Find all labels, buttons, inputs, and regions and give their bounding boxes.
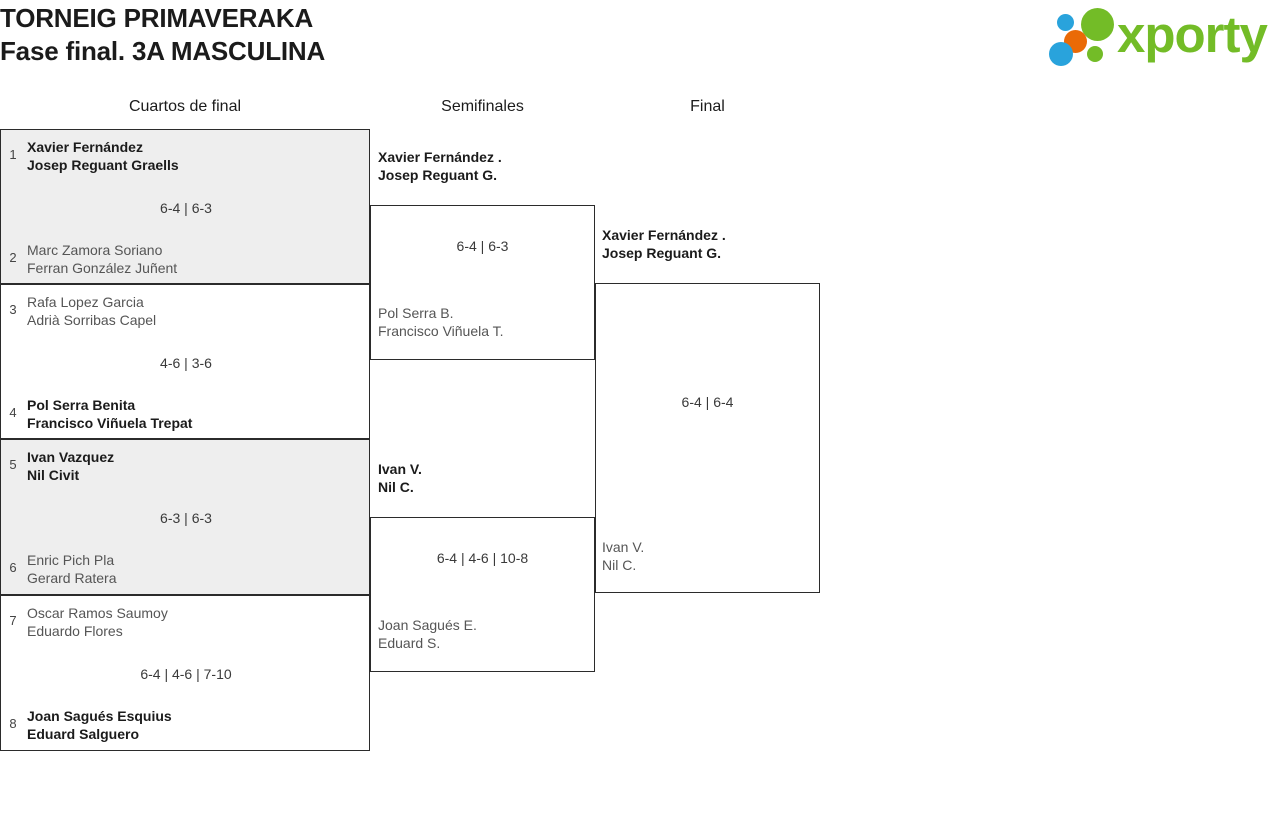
player-name-1: Joan Sagués E. bbox=[378, 617, 477, 633]
logo-dot-blue-small-icon bbox=[1057, 14, 1074, 31]
logo-dots-icon bbox=[1049, 6, 1123, 66]
seed-number: 7 bbox=[9, 613, 17, 628]
player-name-1: Xavier Fernández . bbox=[378, 149, 502, 165]
seed-number: 1 bbox=[9, 147, 17, 162]
player-name-2: Josep Reguant G. bbox=[378, 167, 498, 183]
player-name-1: Pol Serra Benita bbox=[27, 397, 136, 413]
seed-number: 3 bbox=[9, 302, 17, 317]
tournament-name: TORNEIG PRIMAVERAKA bbox=[0, 3, 314, 33]
player-name-2: Nil C. bbox=[602, 557, 637, 573]
team-top[interactable]: Oscar Ramos Saumoy Eduardo Flores bbox=[27, 604, 168, 640]
page-title: TORNEIG PRIMAVERAKA Fase final. 3A MASCU… bbox=[0, 2, 325, 68]
semifinal-2-team-bottom[interactable]: Joan Sagués E. Eduard S. bbox=[378, 616, 477, 652]
logo-wordmark: xporty bbox=[1117, 6, 1268, 63]
semifinal-1-team-bottom[interactable]: Pol Serra B. Francisco Viñuela T. bbox=[378, 304, 504, 340]
player-name-2: Josep Reguant G. bbox=[602, 245, 722, 261]
player-name-1: Ivan V. bbox=[378, 461, 422, 477]
semifinal-2-score: 6-4 | 4-6 | 10-8 bbox=[436, 550, 529, 566]
team-top[interactable]: Rafa Lopez Garcia Adrià Sorribas Capel bbox=[27, 293, 156, 329]
team-bottom[interactable]: Marc Zamora Soriano Ferran González Juñe… bbox=[27, 241, 177, 277]
semifinal-1-score: 6-4 | 6-3 bbox=[456, 238, 509, 254]
team-top[interactable]: Ivan Vazquez Nil Civit bbox=[27, 448, 114, 484]
round-header-final: Final bbox=[690, 98, 725, 115]
team-bottom[interactable]: Pol Serra Benita Francisco Viñuela Trepa… bbox=[27, 396, 192, 432]
match-quarterfinal-1[interactable]: 1 Xavier Fernández Josep Reguant Graells… bbox=[0, 129, 370, 284]
xporty-logo[interactable]: xporty bbox=[1049, 6, 1275, 66]
match-semifinal-1[interactable] bbox=[370, 205, 595, 360]
player-name-1: Pol Serra B. bbox=[378, 305, 454, 321]
logo-dot-green-large-icon bbox=[1081, 8, 1114, 41]
round-header-semifinals: Semifinales bbox=[441, 98, 524, 115]
final-team-bottom[interactable]: Ivan V. Nil C. bbox=[602, 538, 644, 574]
player-name-1: Ivan Vazquez bbox=[27, 449, 115, 465]
match-final[interactable] bbox=[595, 283, 820, 593]
team-bottom[interactable]: Enric Pich Pla Gerard Ratera bbox=[27, 551, 116, 587]
player-name-2: Francisco Viñuela Trepat bbox=[27, 415, 193, 431]
player-name-2: Gerard Ratera bbox=[27, 570, 117, 586]
player-name-2: Francisco Viñuela T. bbox=[378, 323, 504, 339]
team-bottom[interactable]: Joan Sagués Esquius Eduard Salguero bbox=[27, 707, 172, 743]
player-name-2: Eduard Salguero bbox=[27, 726, 140, 742]
player-name-2: Eduardo Flores bbox=[27, 623, 123, 639]
player-name-1: Marc Zamora Soriano bbox=[27, 242, 163, 258]
player-name-2: Eduard S. bbox=[378, 635, 441, 651]
round-header-quarterfinals: Cuartos de final bbox=[128, 98, 242, 115]
player-name-1: Rafa Lopez Garcia bbox=[27, 294, 144, 310]
final-score: 6-4 | 6-4 bbox=[681, 394, 734, 410]
seed-number: 2 bbox=[9, 250, 17, 265]
seed-number: 8 bbox=[9, 716, 17, 731]
match-score: 6-4 | 6-3 bbox=[160, 200, 212, 216]
seed-number: 4 bbox=[9, 405, 17, 420]
player-name-1: Joan Sagués Esquius bbox=[27, 708, 172, 724]
match-score: 4-6 | 3-6 bbox=[160, 355, 212, 371]
player-name-2: Nil C. bbox=[378, 479, 414, 495]
player-name-1: Enric Pich Pla bbox=[27, 552, 115, 568]
match-quarterfinal-3[interactable]: 5 Ivan Vazquez Nil Civit 6-3 | 6-3 6 Enr… bbox=[0, 439, 370, 595]
player-name-2: Adrià Sorribas Capel bbox=[27, 312, 157, 328]
player-name-1: Xavier Fernández . bbox=[602, 227, 726, 243]
match-quarterfinal-4[interactable]: 7 Oscar Ramos Saumoy Eduardo Flores 6-4 … bbox=[0, 595, 370, 751]
seed-number: 5 bbox=[9, 457, 17, 472]
player-name-1: Ivan V. bbox=[602, 539, 645, 555]
semifinal-2-team-top[interactable]: Ivan V. Nil C. bbox=[378, 460, 422, 496]
player-name-1: Xavier Fernández bbox=[27, 139, 143, 155]
match-semifinal-2[interactable] bbox=[370, 517, 595, 672]
match-quarterfinal-2[interactable]: 3 Rafa Lopez Garcia Adrià Sorribas Capel… bbox=[0, 284, 370, 439]
semifinal-1-team-top[interactable]: Xavier Fernández . Josep Reguant G. bbox=[378, 148, 502, 184]
player-name-2: Nil Civit bbox=[27, 467, 80, 483]
team-top[interactable]: Xavier Fernández Josep Reguant Graells bbox=[27, 138, 179, 174]
logo-dot-green-small-icon bbox=[1087, 46, 1103, 62]
match-score: 6-3 | 6-3 bbox=[160, 510, 212, 526]
player-name-2: Ferran González Juñent bbox=[27, 260, 178, 276]
player-name-2: Josep Reguant Graells bbox=[27, 157, 179, 173]
logo-dot-blue-large-icon bbox=[1049, 42, 1073, 66]
match-score: 6-4 | 4-6 | 7-10 bbox=[140, 666, 232, 682]
tournament-phase: Fase final. 3A MASCULINA bbox=[0, 36, 326, 66]
final-team-top[interactable]: Xavier Fernández . Josep Reguant G. bbox=[602, 226, 726, 262]
player-name-1: Oscar Ramos Saumoy bbox=[27, 605, 168, 621]
seed-number: 6 bbox=[9, 560, 17, 575]
